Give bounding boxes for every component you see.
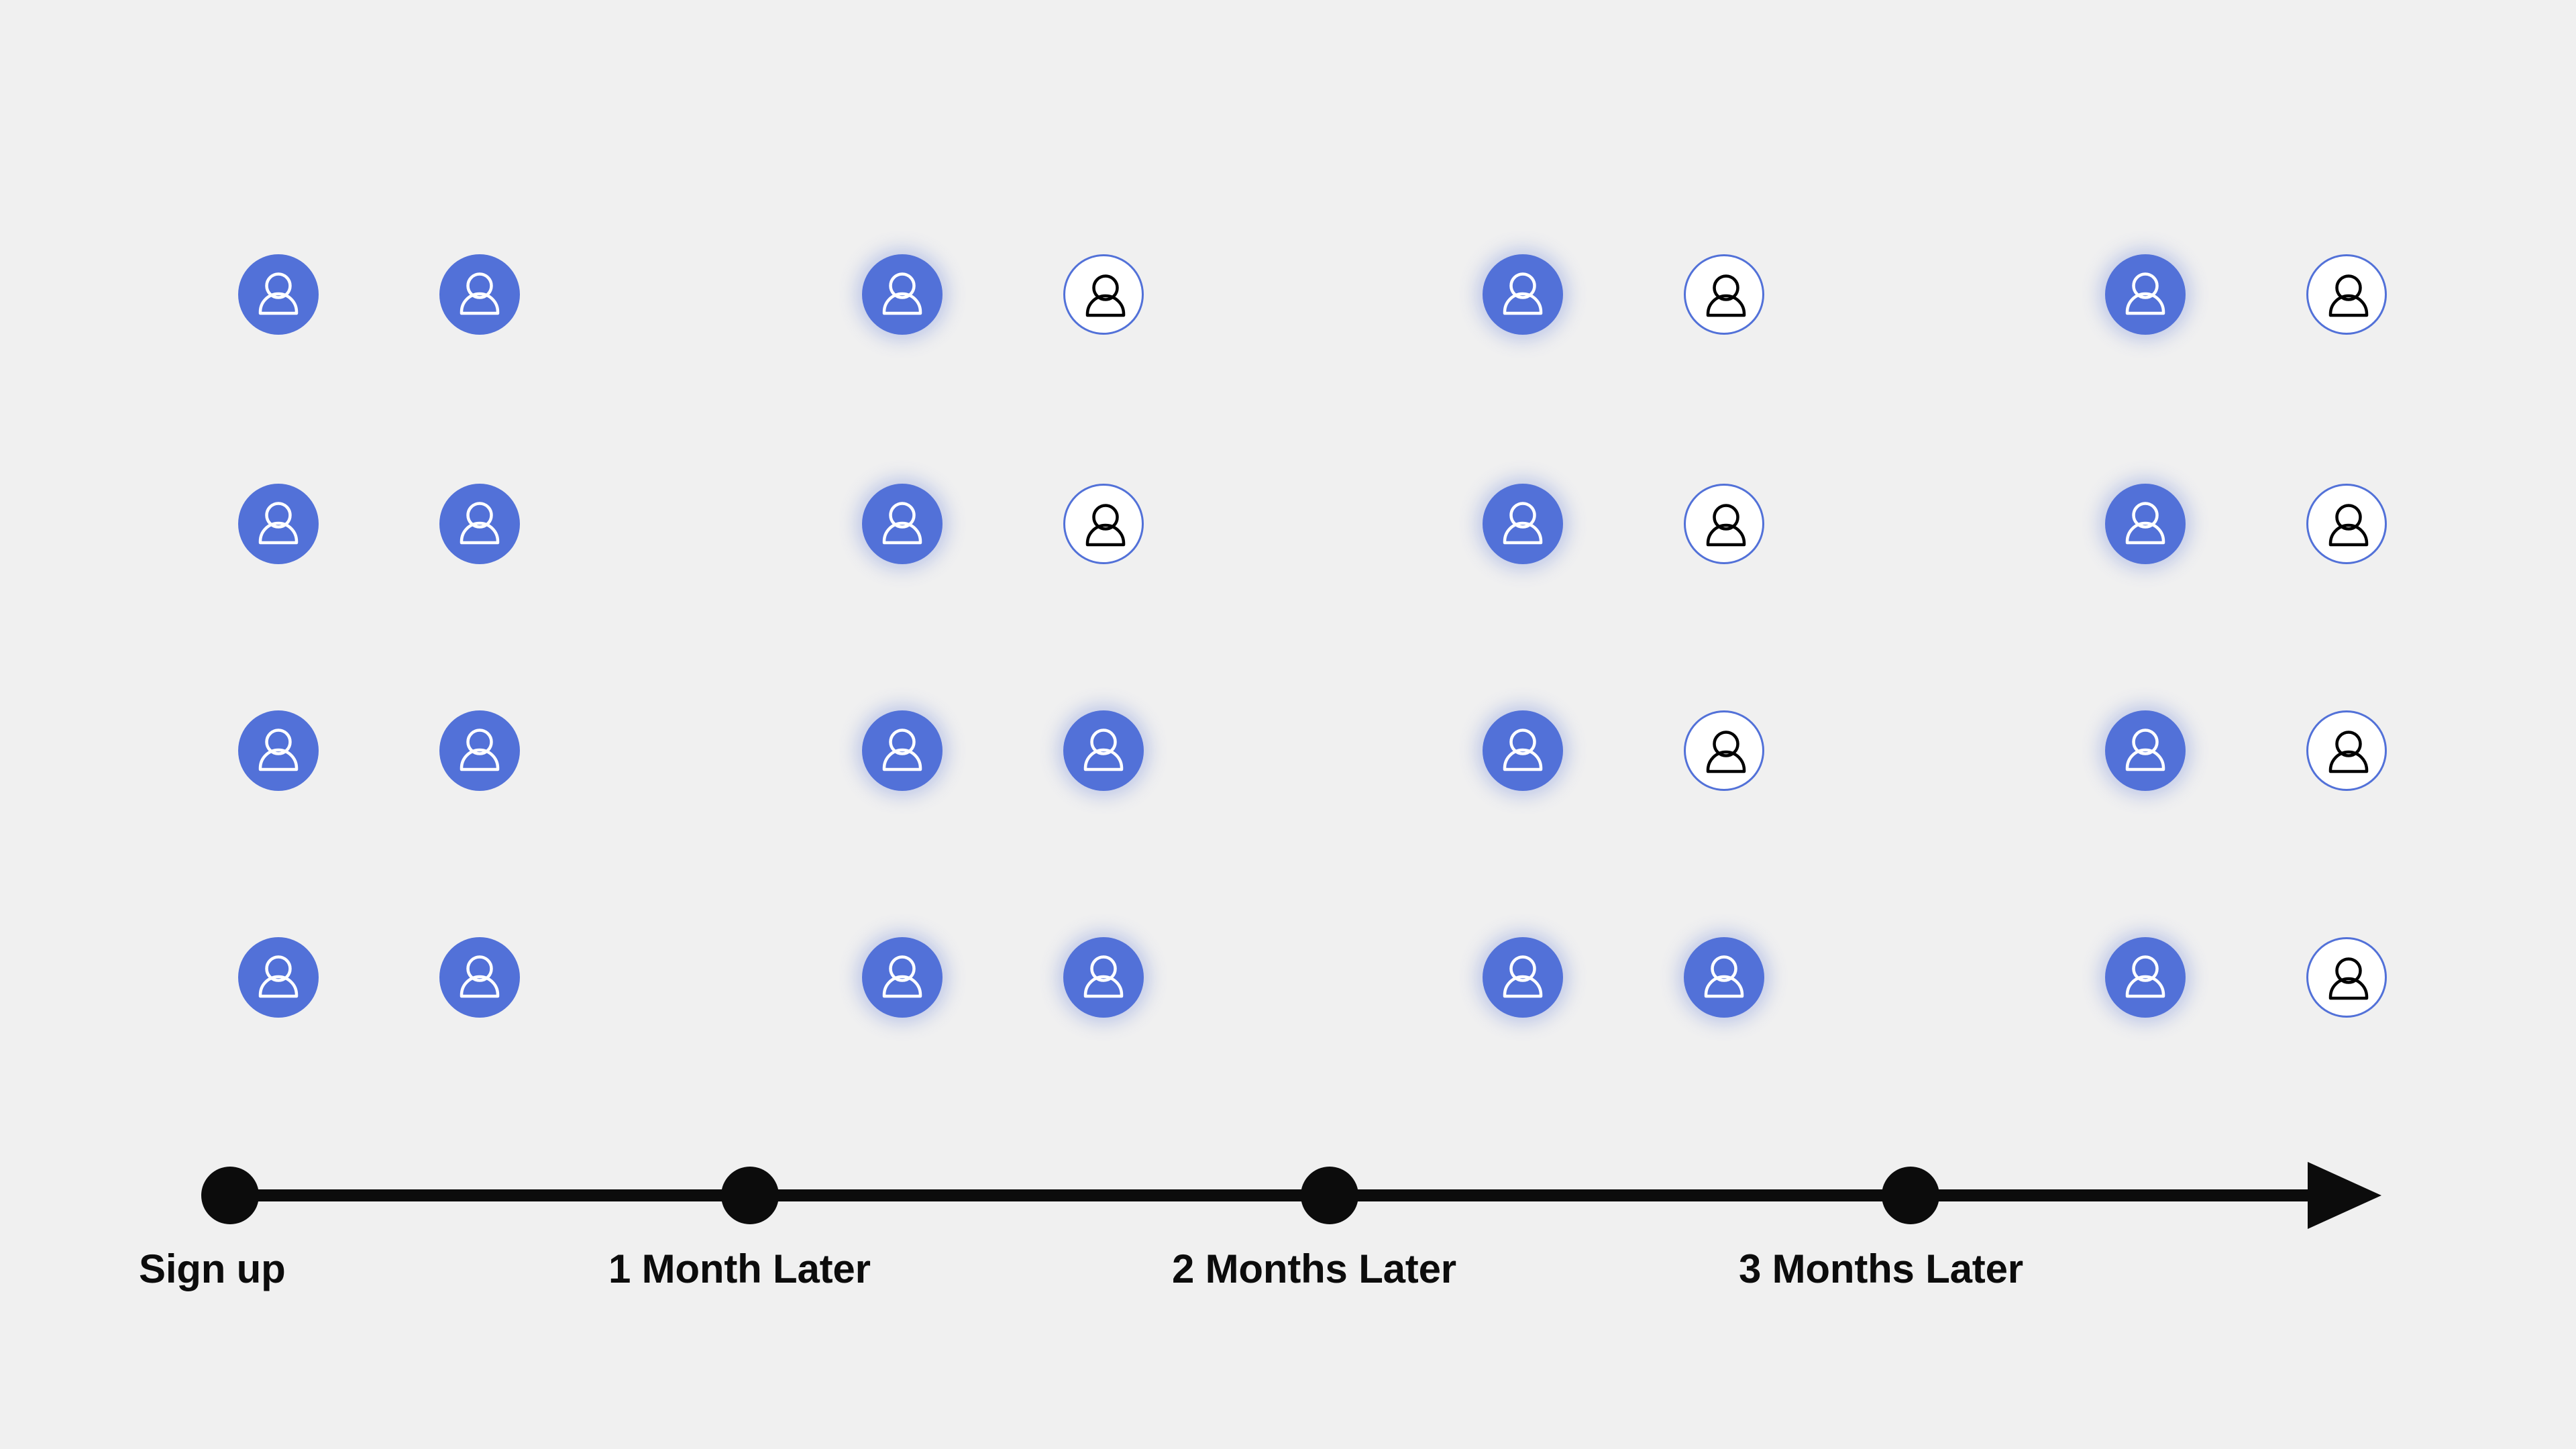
avatar-cell [1483, 254, 1563, 335]
user-avatar-churned-icon [1063, 484, 1144, 564]
avatar-cell [2105, 937, 2186, 1018]
user-avatar-churned-icon [1063, 254, 1144, 335]
user-avatar-churned-icon [2306, 254, 2387, 335]
user-avatar-retained-icon [1483, 710, 1563, 791]
timeline-label-2-months-later: 2 Months Later [1172, 1246, 1456, 1291]
timeline-label-sign-up: Sign up [139, 1246, 286, 1291]
user-avatar-retained-icon [862, 937, 943, 1018]
avatar-cell [2306, 937, 2387, 1018]
user-avatar-churned-icon [1684, 710, 1764, 791]
avatar-cell [439, 937, 520, 1018]
user-avatar-retained-icon [2105, 937, 2186, 1018]
user-avatar-retained-icon [1483, 484, 1563, 564]
cohort-avatar-grid [238, 254, 2387, 1018]
avatar-cell [862, 710, 943, 791]
user-avatar-retained-icon [238, 710, 319, 791]
avatar-cell [1063, 710, 1144, 791]
user-avatar-retained-icon [862, 710, 943, 791]
user-avatar-retained-icon [1063, 937, 1144, 1018]
user-avatar-churned-icon [1684, 484, 1764, 564]
avatar-cell [2306, 484, 2387, 564]
avatar-cell [2105, 484, 2186, 564]
user-avatar-retained-icon [238, 254, 319, 335]
avatar-cell [862, 484, 943, 564]
avatar-cell [862, 254, 943, 335]
user-avatar-retained-icon [862, 254, 943, 335]
avatar-cell [238, 254, 319, 335]
user-avatar-retained-icon [238, 484, 319, 564]
user-avatar-retained-icon [1483, 937, 1563, 1018]
user-avatar-retained-icon [2105, 484, 2186, 564]
user-avatar-retained-icon [238, 937, 319, 1018]
avatar-cell [2105, 254, 2186, 335]
avatar-cell [238, 710, 319, 791]
user-avatar-retained-icon [1063, 710, 1144, 791]
timeline-label-3-months-later: 3 Months Later [1739, 1246, 2023, 1291]
user-avatar-retained-icon [1483, 254, 1563, 335]
avatar-cell [1483, 710, 1563, 791]
avatar-cell [1684, 710, 1764, 791]
avatar-cell [1684, 484, 1764, 564]
avatar-cell [238, 937, 319, 1018]
user-avatar-retained-icon [2105, 710, 2186, 791]
user-avatar-retained-icon [439, 937, 520, 1018]
avatar-cell [1684, 254, 1764, 335]
user-avatar-retained-icon [439, 710, 520, 791]
user-avatar-churned-icon [2306, 937, 2387, 1018]
avatar-cell [238, 484, 319, 564]
avatar-cell [2105, 710, 2186, 791]
user-avatar-retained-icon [862, 484, 943, 564]
avatar-cell [1063, 484, 1144, 564]
timeline-label-1-month-later: 1 Month Later [608, 1246, 871, 1291]
avatar-cell [439, 484, 520, 564]
avatar-cell [1063, 937, 1144, 1018]
avatar-cell [862, 937, 943, 1018]
user-avatar-churned-icon [2306, 710, 2387, 791]
user-avatar-retained-icon [439, 254, 520, 335]
avatar-cell [2306, 254, 2387, 335]
user-avatar-retained-icon [439, 484, 520, 564]
user-avatar-churned-icon [2306, 484, 2387, 564]
avatar-cell [1063, 254, 1144, 335]
user-avatar-churned-icon [1684, 254, 1764, 335]
user-avatar-retained-icon [1684, 937, 1764, 1018]
avatar-cell [1684, 937, 1764, 1018]
avatar-cell [1483, 484, 1563, 564]
avatar-cell [1483, 937, 1563, 1018]
avatar-cell [2306, 710, 2387, 791]
avatar-cell [439, 254, 520, 335]
avatar-cell [439, 710, 520, 791]
user-avatar-retained-icon [2105, 254, 2186, 335]
